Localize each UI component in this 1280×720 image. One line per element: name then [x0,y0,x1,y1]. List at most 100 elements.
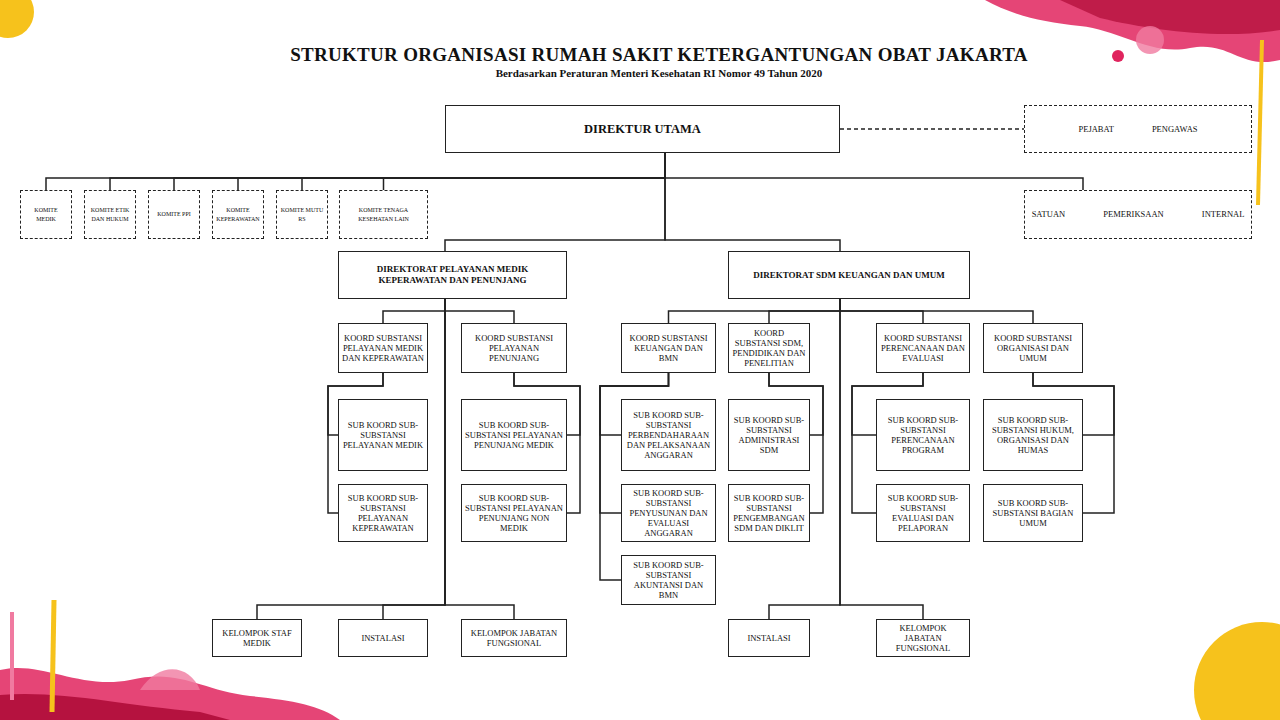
box-label: KELOMPOK JABATAN FUNGSIONAL [880,623,966,654]
box-label: SUB KOORD SUB-SUBSTANSI PENYUSUNAN DAN E… [625,488,712,539]
coordinator-box: KOORD SUBSTANSI ORGANISASI DAN UMUM [983,323,1083,373]
org-connector [445,299,514,323]
org-connector [110,153,665,190]
org-connector [302,153,665,190]
sub-coordinator-box: SUB KOORD SUB-SUBSTANSI AKUNTANSI DAN BM… [621,555,716,605]
installation-box: INSTALASI [338,619,428,657]
directorate-box: DIREKTORAT PELAYANAN MEDIK KEPERAWATAN D… [338,251,567,299]
box-label: SUB KOORD SUB-SUBSTANSI PERBENDAHARAAN D… [625,410,712,461]
group-box: KELOMPOK JABATAN FUNGSIONAL [461,619,567,657]
sub-coordinator-box: SUB KOORD SUB-SUBSTANSI ADMINISTRASI SDM [728,399,810,471]
org-connector [445,153,665,251]
box-label: DIREKTORAT SDM KEUANGAN DAN UMUM [753,270,945,281]
org-connector [840,128,1024,130]
coordinator-box: KOORD SUBSTANSI PELAYANAN PENUNJANG [461,323,567,373]
org-connector [46,153,665,190]
box-label: KOORD SUBSTANSI ORGANISASI DAN UMUM [987,333,1079,364]
chart-title: STRUKTUR ORGANISASI RUMAH SAKIT KETERGAN… [0,44,1280,66]
box-label: SUB KOORD SUB-SUBSTANSI PELAYANAN KEPERA… [342,493,424,534]
box-label: SUB KOORD SUB-SUBSTANSI PELAYANAN MEDIK [342,420,424,451]
supervisor-box: PEJABAT PENGAWAS [1024,105,1252,153]
org-connector [238,153,665,190]
box-label: KOMITE PPI [157,210,191,219]
box-label: PEJABAT PENGAWAS [1079,124,1198,134]
box-label: KOORD SUBSTANSI SDM, PENDIDIKAN DAN PENE… [732,328,806,369]
box-label: SATUAN PEMERIKSAAN INTERNAL [1032,209,1245,219]
coordinator-box: KOORD SUBSTANSI PERENCANAAN DAN EVALUASI [876,323,970,373]
yellow-stroke [52,600,54,712]
sub-coordinator-box: SUB KOORD SUB-SUBSTANSI HUKUM, ORGANISAS… [983,399,1083,471]
coordinator-box: KOORD SUBSTANSI PELAYANAN MEDIK DAN KEPE… [338,323,428,373]
group-box: KELOMPOK JABATAN FUNGSIONAL [876,619,970,657]
box-label: SUB KOORD SUB-SUBSTANSI PELAYANAN PENUNJ… [465,493,563,534]
sub-coordinator-box: SUB KOORD SUB-SUBSTANSI PERBENDAHARAAN D… [621,399,716,471]
committee-box: KOMITE PPI [148,190,200,239]
box-label: INSTALASI [361,633,404,643]
box-label: KOMITE ETIK DAN HUKUM [88,206,132,223]
sub-coordinator-box: SUB KOORD SUB-SUBSTANSI PENGEMBANGAN SDM… [728,484,810,542]
sub-coordinator-box: SUB KOORD SUB-SUBSTANSI EVALUASI DAN PEL… [876,484,970,542]
internal-audit-box: SATUAN PEMERIKSAAN INTERNAL [1024,190,1252,239]
box-label: KOMITE KEPERAWATAN [216,206,260,223]
box-label: INSTALASI [747,633,790,643]
box-label: SUB KOORD SUB-SUBSTANSI PERENCANAAN PROG… [880,415,966,456]
org-connector [383,299,445,323]
pink-dot [1112,50,1124,62]
org-connector [840,299,1033,323]
org-connector [669,299,841,323]
box-label: KOORD SUBSTANSI PERENCANAAN DAN EVALUASI [880,333,966,364]
box-label: SUB KOORD SUB-SUBSTANSI AKUNTANSI DAN BM… [625,560,712,601]
box-label: SUB KOORD SUB-SUBSTANSI HUKUM, ORGANISAS… [987,415,1079,456]
installation-box: INSTALASI [728,619,810,657]
box-label: KOMITE TENAGA KESEHATAN LAIN [343,206,424,223]
box-label: DIREKTORAT PELAYANAN MEDIK KEPERAWATAN D… [342,264,563,286]
box-label: SUB KOORD SUB-SUBSTANSI PENGEMBANGAN SDM… [732,493,806,534]
box-label: SUB KOORD SUB-SUBSTANSI BAGIAN UMUM [987,498,1079,529]
committee-box: KOMITE TENAGA KESEHATAN LAIN [339,190,428,239]
sub-coordinator-box: SUB KOORD SUB-SUBSTANSI BAGIAN UMUM [983,484,1083,542]
yellow-blob [1194,622,1280,720]
box-label: KOORD SUBSTANSI KEUANGAN DAN BMN [625,333,712,364]
org-connector [769,299,840,323]
org-connector [665,153,840,251]
sub-coordinator-box: SUB KOORD SUB-SUBSTANSI PERENCANAAN PROG… [876,399,970,471]
yellow-blob [0,0,34,38]
committee-box: KOMITE KEPERAWATAN [212,190,264,239]
committee-box: KOMITE MEDIK [20,190,72,239]
org-connector [257,299,445,619]
box-label: DIREKTUR UTAMA [584,122,701,137]
pink-dot [1136,26,1164,54]
org-connector [174,153,665,190]
box-label: KOMITE MEDIK [24,206,68,223]
sub-coordinator-box: SUB KOORD SUB-SUBSTANSI PELAYANAN PENUNJ… [461,399,567,471]
chart-subtitle: Berdasarkan Peraturan Menteri Kesehatan … [0,67,1280,79]
box-label: SUB KOORD SUB-SUBSTANSI PELAYANAN PENUNJ… [465,420,563,451]
directorate-box: DIREKTORAT SDM KEUANGAN DAN UMUM [728,251,970,299]
coordinator-box: KOORD SUBSTANSI KEUANGAN DAN BMN [621,323,716,373]
org-connector [665,153,1083,190]
box-label: KOMITE MUTU RS [280,206,324,223]
sub-coordinator-box: SUB KOORD SUB-SUBSTANSI PELAYANAN KEPERA… [338,484,428,542]
box-label: KOORD SUBSTANSI PELAYANAN PENUNJANG [465,333,563,364]
pink-splash [140,669,200,690]
box-label: SUB KOORD SUB-SUBSTANSI ADMINISTRASI SDM [732,415,806,456]
org-connector [384,153,666,190]
coordinator-box: KOORD SUBSTANSI SDM, PENDIDIKAN DAN PENE… [728,323,810,373]
red-splash [0,694,230,720]
pink-splash [985,0,1280,62]
sub-coordinator-box: SUB KOORD SUB-SUBSTANSI PELAYANAN MEDIK [338,399,428,471]
box-label: KELOMPOK JABATAN FUNGSIONAL [465,628,563,648]
box-label: KOORD SUBSTANSI PELAYANAN MEDIK DAN KEPE… [342,333,424,364]
yellow-stroke [1258,40,1262,205]
box-label: SUB KOORD SUB-SUBSTANSI EVALUASI DAN PEL… [880,493,966,534]
red-splash [1060,0,1280,34]
box-label: KELOMPOK STAF MEDIK [216,628,298,648]
group-box: KELOMPOK STAF MEDIK [212,619,302,657]
director-box: DIREKTUR UTAMA [445,105,840,153]
sub-coordinator-box: SUB KOORD SUB-SUBSTANSI PELAYANAN PENUNJ… [461,484,567,542]
committee-box: KOMITE ETIK DAN HUKUM [84,190,136,239]
committee-box: KOMITE MUTU RS [276,190,328,239]
sub-coordinator-box: SUB KOORD SUB-SUBSTANSI PENYUSUNAN DAN E… [621,484,716,542]
pink-stroke [10,612,14,700]
